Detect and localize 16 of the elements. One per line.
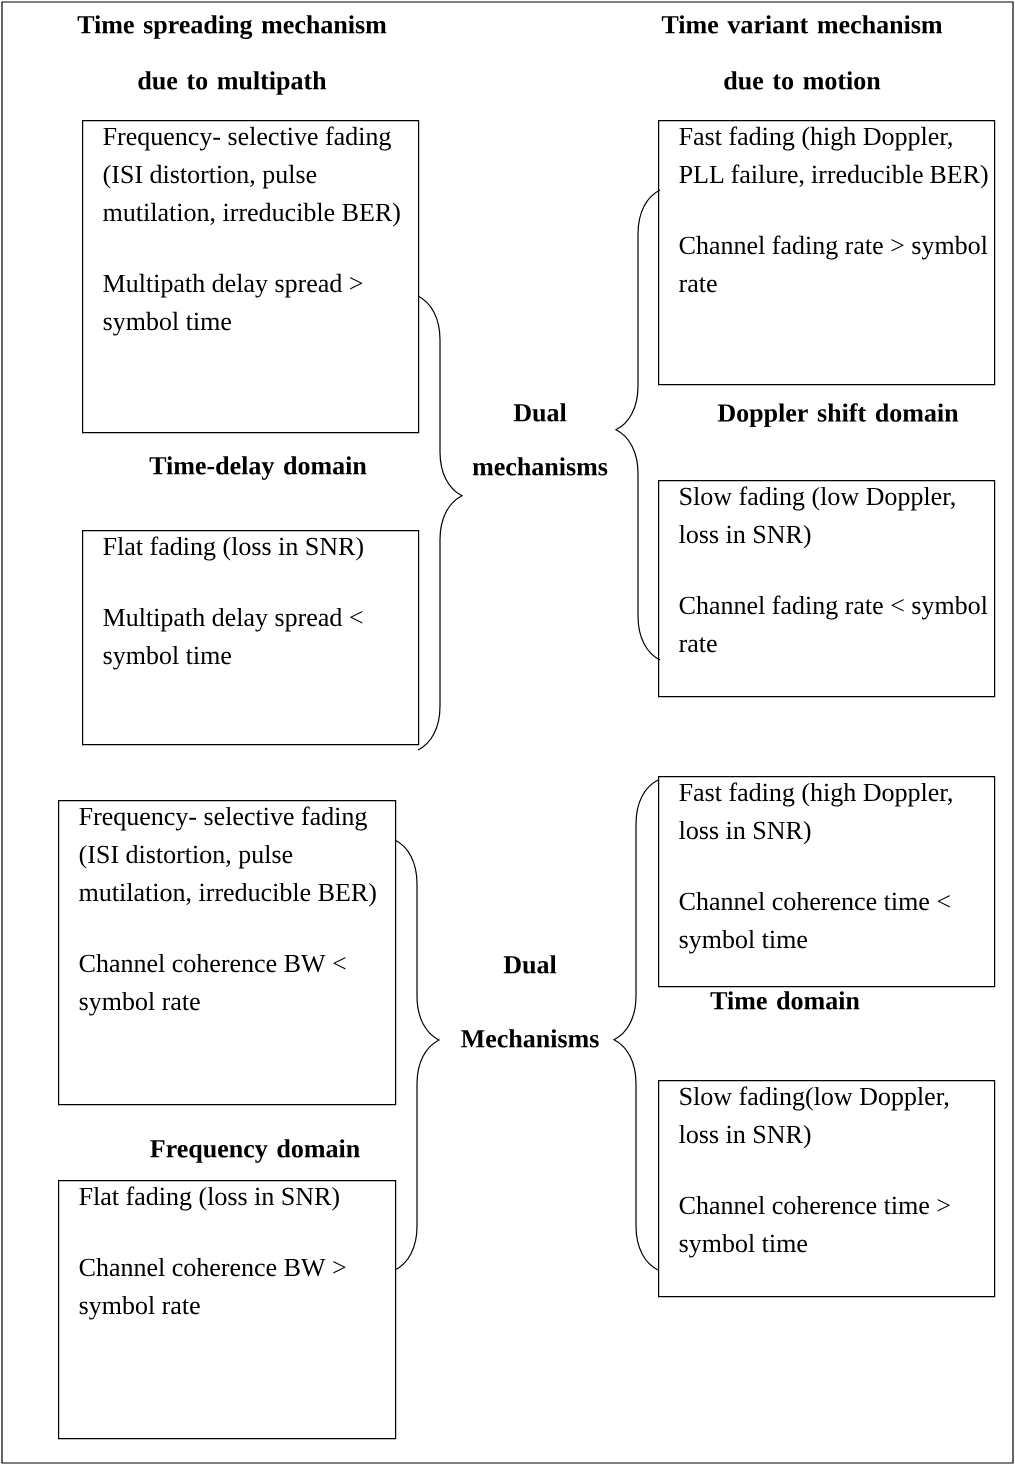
text-box: Frequency- selective fading (ISI distortion, pulse mutilation, irreducible BER) Multipath delay spread > symbol time xyxy=(82,120,420,434)
text-box: Frequency- selective fading (ISI distortion, pulse mutilation, irreducible BER) Channel coherence BW < symbol rate xyxy=(58,800,397,1106)
text-box: Fast fading (high Doppler, PLL failure, irreducible BER) Channel fading rate > symbol rate xyxy=(658,120,996,386)
heading: Time spreading mechanism due to multipath xyxy=(77,15,387,95)
heading: Time variant mechanism due to motion xyxy=(661,15,943,90)
text-box: Flat fading (loss in SNR) Multipath delay spread < symbol time xyxy=(82,530,420,746)
text-box: Flat fading (loss in SNR) Channel coherence BW > symbol rate xyxy=(58,1180,397,1440)
heading: Time-delay domain xyxy=(149,456,367,480)
text-box: Slow fading (low Doppler, loss in SNR) Channel fading rate < symbol rate xyxy=(658,480,996,698)
heading: Dual Mechanisms xyxy=(461,955,599,1048)
heading: Frequency domain xyxy=(150,1139,360,1163)
text-box: Fast fading (high Doppler, loss in SNR) Channel coherence time < symbol time xyxy=(658,776,996,988)
text-box: Slow fading(low Doppler, loss in SNR) Channel coherence time > symbol time xyxy=(658,1080,996,1298)
heading: Time domain xyxy=(710,991,860,1010)
heading: Doppler shift domain xyxy=(717,403,959,428)
heading: Dual mechanisms xyxy=(472,403,608,476)
